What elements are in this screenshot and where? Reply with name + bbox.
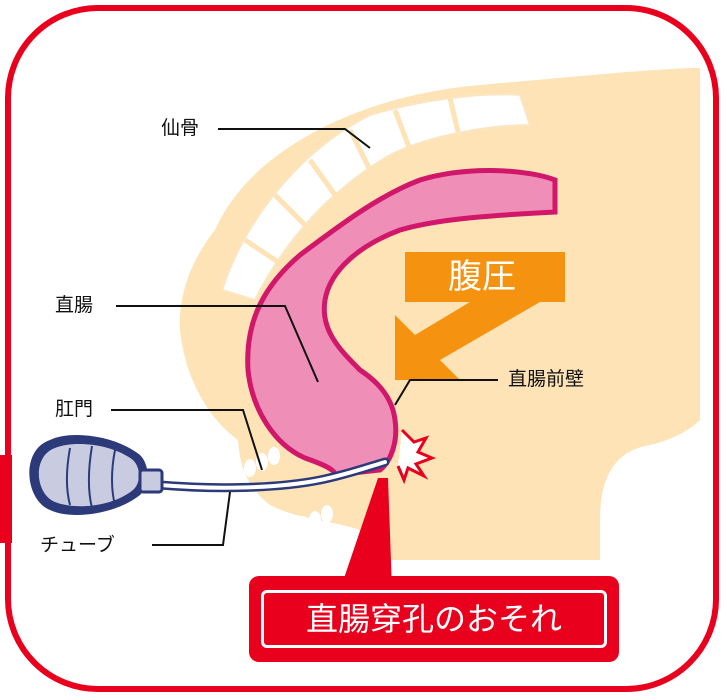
sacrum-bone [220, 93, 532, 302]
warning-callout: 直腸穿孔のおそれ [249, 576, 619, 662]
label-tube: チューブ [40, 534, 115, 556]
enema-bulb [29, 435, 164, 515]
label-sacrum: 仙骨 [161, 117, 200, 139]
leader-tube [152, 491, 231, 546]
warning-text: 直腸穿孔のおそれ [305, 600, 562, 638]
pressure-arrow [395, 252, 565, 380]
sacrum-segments [243, 97, 461, 265]
warning-pointer [340, 478, 392, 590]
perforation-burst-icon [396, 428, 437, 485]
label-abdominal-pressure: 腹圧 [448, 257, 516, 297]
tube-highlight [158, 460, 387, 490]
leader-rectal-wall [394, 379, 498, 406]
label-rectum: 直腸 [55, 294, 94, 316]
coccyx-bones [244, 447, 333, 534]
warning-callout-inner: 直腸穿孔のおそれ [261, 590, 607, 648]
label-rectal-wall: 直腸前壁 [508, 368, 585, 390]
frame-tab-left [0, 455, 12, 543]
leader-sacrum [218, 128, 371, 149]
leader-lines [111, 128, 498, 546]
label-anus: 肛門 [55, 398, 94, 420]
leader-anus [111, 409, 263, 471]
leader-rectum [116, 305, 319, 383]
